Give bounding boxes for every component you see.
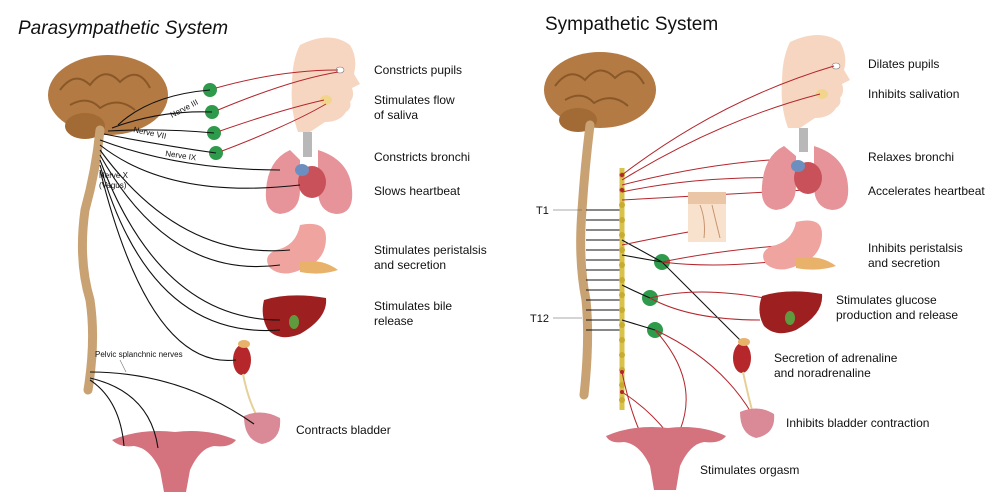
effect-inhibits-bladder: Inhibits bladder contraction bbox=[786, 416, 929, 430]
effect-glucose-line1: Stimulates glucose bbox=[836, 293, 937, 307]
effect-constricts-pupils: Constricts pupils bbox=[374, 63, 462, 77]
parasympathetic-panel: Parasympathetic System Nerve III Nerve V… bbox=[18, 18, 487, 492]
label-nerve-ix: Nerve IX bbox=[165, 149, 198, 162]
effect-peristalsis-line2: and secretion bbox=[374, 258, 446, 272]
effect-constricts-bronchi: Constricts bronchi bbox=[374, 150, 470, 164]
effect-bile-line2: release bbox=[374, 314, 414, 328]
splanchnic-to-sup-mesenteric bbox=[621, 284, 651, 299]
fiber-to-saliva-2 bbox=[221, 103, 327, 152]
kidney-illustration-right bbox=[733, 343, 751, 373]
bladder-illustration bbox=[244, 412, 281, 444]
vagus-to-bronchi bbox=[99, 139, 281, 171]
sympathetic-title: Sympathetic System bbox=[545, 14, 718, 35]
face-illustration-right bbox=[781, 35, 850, 128]
effect-inhibits-salivation: Inhibits salivation bbox=[868, 87, 959, 101]
brain-folds bbox=[59, 73, 151, 111]
pelvic-to-uterus-2 bbox=[89, 379, 125, 447]
vagus-to-stomach-2 bbox=[99, 154, 281, 268]
parasympathetic-title: Parasympathetic System bbox=[18, 18, 228, 39]
splanchnic-to-celiac bbox=[621, 239, 663, 263]
kidney-illustration bbox=[233, 345, 251, 375]
effect-saliva-line1: Stimulates flow bbox=[374, 93, 455, 107]
label-vagus-line1: Nerve X bbox=[99, 171, 129, 180]
effect-slows-heartbeat: Slows heartbeat bbox=[374, 184, 461, 198]
brain-folds-right bbox=[554, 69, 645, 107]
spinal-outflow-lines bbox=[586, 209, 620, 331]
uterus-illustration-right bbox=[606, 427, 726, 490]
effect-inhibits-peristalsis-line2: and secretion bbox=[868, 256, 940, 270]
fiber-to-intestine bbox=[649, 297, 761, 321]
fiber-to-saliva-right bbox=[621, 93, 821, 181]
effect-inhibits-peristalsis-line1: Inhibits peristalsis bbox=[868, 241, 963, 255]
fiber-to-uterus-right bbox=[654, 329, 687, 431]
effect-stimulates-orgasm: Stimulates orgasm bbox=[700, 463, 799, 477]
nerve-ix-fiber-b bbox=[103, 133, 217, 154]
label-pelvic-nerves: Pelvic splanchnic nerves bbox=[95, 350, 183, 359]
sympathetic-panel: Sympathetic System bbox=[530, 14, 985, 490]
nerve-vii-fiber bbox=[111, 111, 213, 129]
gallbladder-illustration-right bbox=[785, 311, 795, 325]
lungs-illustration bbox=[265, 150, 353, 214]
effect-dilates-pupils: Dilates pupils bbox=[868, 57, 939, 71]
fiber-to-stomach-right-2 bbox=[661, 261, 771, 266]
fiber-to-saliva bbox=[219, 99, 325, 132]
eye-icon-right bbox=[831, 62, 841, 70]
face-illustration bbox=[291, 37, 360, 132]
effect-relaxes-bronchi: Relaxes bronchi bbox=[868, 150, 954, 164]
label-nerve-vii: Nerve VII bbox=[133, 125, 167, 141]
nerve-iii-fiber bbox=[117, 89, 211, 126]
gallbladder-illustration bbox=[289, 315, 299, 329]
splanchnic-to-inf-mesenteric bbox=[621, 319, 656, 331]
fiber-to-bronchi-right bbox=[621, 159, 771, 186]
trachea-illustration bbox=[303, 132, 312, 157]
bladder-illustration-right bbox=[740, 408, 775, 438]
fiber-to-liver-right bbox=[649, 291, 776, 301]
adrenal-gland-illustration-right bbox=[738, 338, 750, 346]
pancreas-illustration bbox=[300, 261, 338, 274]
effect-bile-line1: Stimulates bile bbox=[374, 299, 452, 313]
label-t1: T1 bbox=[536, 205, 549, 217]
spinal-cord-right bbox=[576, 120, 595, 400]
lungs-illustration-right bbox=[761, 146, 849, 210]
salivary-gland-icon bbox=[320, 95, 332, 105]
vagus-to-liver-2 bbox=[99, 164, 281, 332]
vagus-to-stomach bbox=[99, 149, 291, 252]
trachea-illustration-right bbox=[799, 128, 808, 152]
effect-contracts-bladder: Contracts bladder bbox=[296, 423, 391, 437]
label-vagus-line2: (Vagus) bbox=[99, 181, 127, 190]
fiber-to-pupil bbox=[215, 69, 339, 89]
adrenal-gland-illustration bbox=[238, 340, 250, 348]
fiber-to-pupil-2 bbox=[217, 71, 339, 111]
salivary-gland-icon-right bbox=[816, 89, 828, 99]
effect-adrenal-line1: Secretion of adrenaline bbox=[774, 351, 898, 365]
label-t12: T12 bbox=[530, 313, 549, 325]
fiber-to-adrenal bbox=[661, 261, 743, 343]
label-nerve-iii: Nerve III bbox=[169, 98, 200, 120]
pancreas-illustration-right bbox=[796, 257, 836, 270]
splanchnic-to-celiac-2 bbox=[621, 254, 663, 263]
vagus-to-heart bbox=[99, 144, 301, 189]
fiber-to-uterus-right-2 bbox=[621, 371, 641, 433]
fiber-to-bladder-right bbox=[654, 329, 753, 415]
spinal-cord bbox=[77, 125, 105, 395]
effect-saliva-line2: of saliva bbox=[374, 108, 418, 122]
cerebellum-illustration bbox=[65, 113, 105, 139]
fiber-to-pupil-right bbox=[621, 65, 835, 176]
vagus-to-kidney bbox=[99, 169, 237, 361]
effect-adrenal-line2: and noradrenaline bbox=[774, 366, 871, 380]
effect-peristalsis-line1: Stimulates peristalsis bbox=[374, 243, 487, 257]
nerve-ix-fiber-a bbox=[107, 129, 215, 134]
pelvic-to-bladder bbox=[89, 371, 255, 425]
effect-glucose-line2: production and release bbox=[836, 308, 958, 322]
heart-vessels-right bbox=[791, 160, 805, 172]
uterus-illustration bbox=[112, 431, 236, 492]
effect-accelerates-heartbeat: Accelerates heartbeat bbox=[868, 184, 985, 198]
vagus-to-liver bbox=[99, 159, 281, 321]
pelvic-to-uterus bbox=[89, 377, 159, 449]
heart-vessels bbox=[295, 164, 309, 176]
